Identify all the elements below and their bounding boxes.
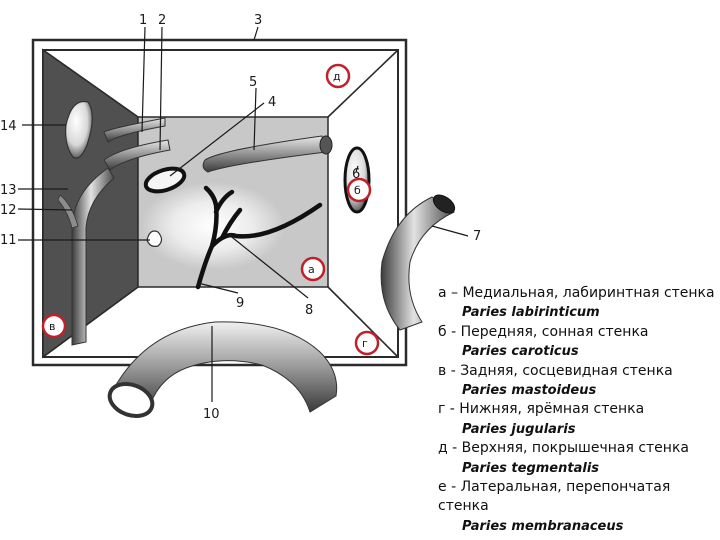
legend-latin-b: Paries caroticus: [462, 344, 579, 360]
tensor-canal: [202, 135, 327, 173]
label-1: 1: [139, 13, 147, 28]
legend-latin-g: Paries jugularis: [462, 421, 576, 437]
svg-text:г: г: [362, 337, 368, 350]
tensor-canal-end: [319, 135, 333, 155]
round-window: [146, 230, 163, 247]
facial-canal-branch: [57, 194, 79, 229]
wall-marker-v: в: [41, 313, 67, 339]
legend-latin-a: Paries labirinticum: [462, 305, 600, 321]
bottom-arch-tube-end: [107, 382, 155, 418]
wall-marker-g: г: [354, 330, 380, 356]
auditory-tube: [380, 196, 456, 331]
oval-window: [143, 166, 187, 194]
mastoid-opening: [65, 100, 93, 159]
leader-lines: [17, 26, 469, 402]
label-7: 7: [473, 229, 481, 244]
bottom-arch-tube: [111, 321, 338, 413]
facial-canal: [71, 167, 115, 346]
svg-text:д: д: [333, 70, 341, 83]
label-10: 10: [203, 407, 220, 422]
legend-item-v: в - Задняя, сосцевидная стенка: [438, 362, 673, 379]
label-6: 6: [352, 167, 360, 182]
label-5: 5: [249, 75, 257, 90]
wall-marker-a: а: [300, 256, 326, 282]
wall-marker-b: б: [346, 177, 372, 203]
auditory-tube-end: [432, 194, 456, 214]
label-4: 4: [268, 95, 276, 110]
svg-text:а: а: [308, 263, 315, 276]
edge-bottom-right: [327, 286, 399, 358]
legend: а – Медиальная, лабиринтная стенка Parie…: [438, 284, 718, 536]
label-8: 8: [305, 303, 313, 318]
wall-marker-d: д: [325, 63, 351, 89]
tube-middle: [103, 139, 171, 171]
svg-text:б: б: [354, 184, 361, 197]
tube-upper: [103, 117, 166, 143]
legend-latin-v: Paries mastoideus: [462, 383, 597, 399]
tympanic-plexus: [195, 185, 323, 290]
promontory: [141, 182, 285, 270]
legend-latin-e: Paries membranaceus: [462, 518, 624, 534]
label-2: 2: [158, 13, 166, 28]
legend-latin-d: Paries tegmentalis: [462, 460, 600, 476]
label-12: 12: [0, 203, 17, 218]
legend-item-a: а – Медиальная, лабиринтная стенка: [438, 285, 715, 301]
legend-item-b: б - Передняя, сонная стенка: [438, 323, 649, 340]
legend-item-d: д - Верхняя, покрышечная стенка: [438, 440, 689, 457]
label-13: 13: [0, 183, 17, 198]
edge-top-right: [327, 49, 399, 118]
label-9: 9: [236, 296, 244, 311]
legend-item-e: е - Латеральная, перепончатая стенка: [438, 479, 671, 515]
label-3: 3: [254, 13, 262, 28]
label-14: 14: [0, 119, 17, 134]
label-11: 11: [0, 233, 17, 248]
svg-text:в: в: [49, 320, 55, 333]
legend-item-g: г - Нижняя, ярёмная стенка: [438, 401, 645, 418]
